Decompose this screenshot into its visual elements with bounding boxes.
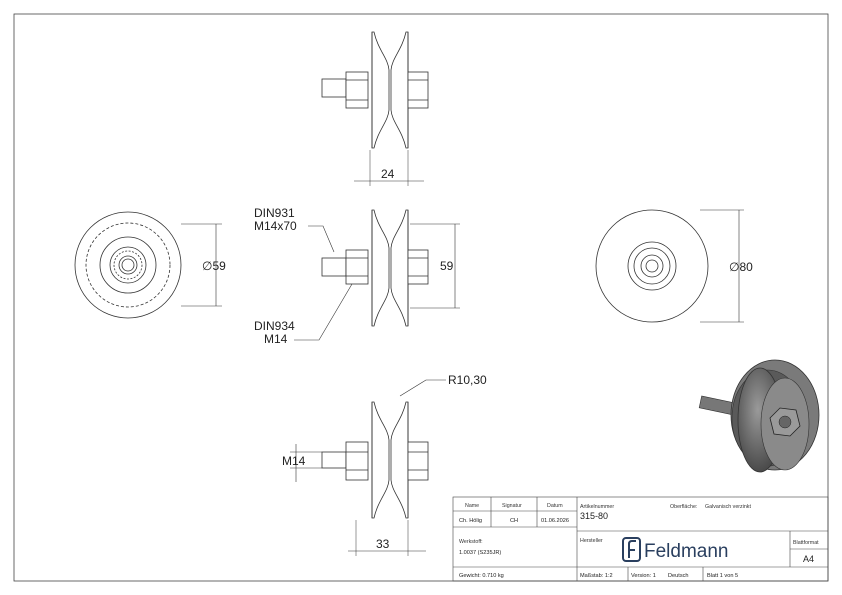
tb-surface-label: Oberfläche: <box>670 504 697 510</box>
tb-sheet-format-value: A4 <box>803 554 814 564</box>
callout-bolt-standard: DIN931 <box>254 206 295 220</box>
middle-side-view <box>294 209 460 341</box>
dim-width-bottom: 33 <box>376 537 390 551</box>
tb-date-header: Datum <box>547 503 563 509</box>
dim-height-middle: 59 <box>440 259 454 273</box>
bottom-side-view <box>290 379 446 556</box>
tb-signature-value: CH <box>510 518 518 524</box>
dim-diameter-right: ∅80 <box>729 260 753 274</box>
top-side-view <box>321 31 429 186</box>
isometric-render <box>698 359 820 473</box>
dim-diameter-left: ∅59 <box>202 259 226 273</box>
tb-sheet-format-label: Blattformat <box>793 540 819 546</box>
tb-brand-name: Feldmann <box>644 541 729 562</box>
callout-nut-size: M14 <box>264 332 288 346</box>
tb-name-value: Ch. Hölig <box>459 518 482 524</box>
dim-radius: R10,30 <box>448 373 487 387</box>
tb-article-label: Artikelnummer <box>580 504 614 510</box>
tb-weight: Gewicht: 0.710 kg <box>459 573 504 579</box>
tb-sheet: Blatt 1 von 5 <box>707 573 738 579</box>
tb-article-value: 315-80 <box>580 511 608 521</box>
tb-material-value: 1.0037 (S235JR) <box>459 550 501 556</box>
feldmann-logo-icon <box>622 537 641 562</box>
tb-surface-value: Galvanisch verzinkt <box>705 504 751 510</box>
callout-bolt-size: M14x70 <box>254 219 297 233</box>
tb-signature-header: Signatur <box>502 503 522 509</box>
dim-thread: M14 <box>282 454 306 468</box>
right-front-view <box>595 209 744 323</box>
title-block <box>452 496 829 582</box>
drawing-frame <box>13 13 829 582</box>
tb-material-label: Werkstoff: <box>459 539 483 545</box>
dim-width-top: 24 <box>381 167 395 181</box>
left-front-view <box>74 211 222 319</box>
tb-language: Deutsch <box>668 573 689 579</box>
tb-name-header: Name <box>465 503 479 509</box>
tb-scale: Maßstab: 1:2 <box>580 573 613 579</box>
tb-manufacturer-label: Hersteller <box>580 538 603 544</box>
callout-nut-standard: DIN934 <box>254 319 295 333</box>
tb-date-value: 01.06.2026 <box>541 518 569 524</box>
tb-version: Version: 1 <box>631 573 656 579</box>
